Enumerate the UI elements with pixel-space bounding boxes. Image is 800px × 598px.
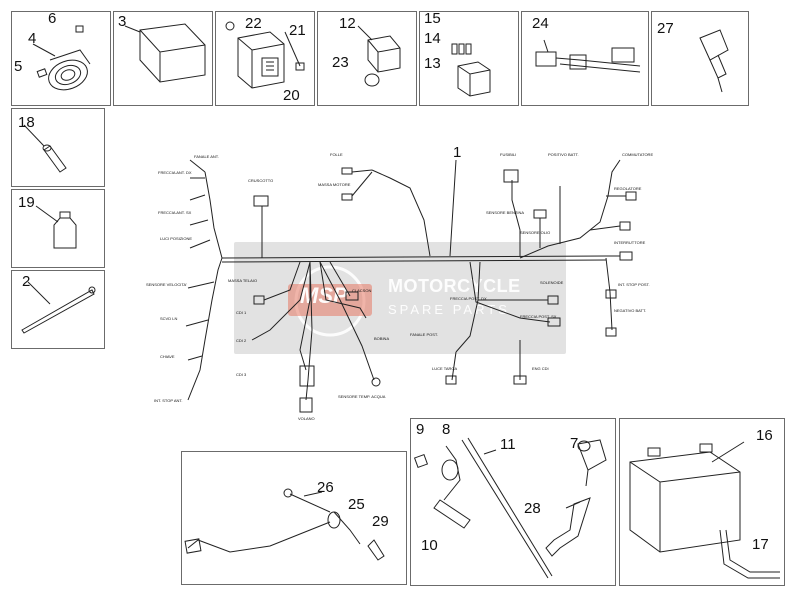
fuse-holder-drawing <box>451 43 491 97</box>
harness-label-scvd-ln: SCVD LN <box>160 316 177 321</box>
callout-6: 6 <box>48 10 57 27</box>
callout-15: 15 <box>424 10 441 27</box>
callout-4: 4 <box>28 30 37 47</box>
harness-label-solenoide: SOLENOIDE <box>540 280 564 285</box>
callout-12: 12 <box>339 15 356 32</box>
harness-label-positivo-batt: POSITIVO BATT. <box>548 152 579 157</box>
callout-1: 1 <box>453 144 462 161</box>
callout-2: 2 <box>22 273 31 290</box>
callout-22: 22 <box>245 15 262 32</box>
relay-drawing <box>357 25 401 87</box>
panel-grease-bottle <box>11 189 105 268</box>
panel-fuse-holder <box>419 11 519 106</box>
harness-label-regolatore: REGOLATORE <box>614 186 642 191</box>
panel-battery <box>619 418 785 586</box>
panel-ignition-cable <box>181 451 407 585</box>
harness-label-fusibili: FUSIBILI <box>500 152 516 157</box>
harness-label-cruscotto: CRUSCOTTO <box>248 178 273 183</box>
callout-17: 17 <box>752 536 769 553</box>
callout-3: 3 <box>118 13 127 30</box>
harness-label-bobina: BOBINA <box>374 336 389 341</box>
harness-label-cdi-1: CDI 1 <box>236 310 247 315</box>
harness-label-fanale-ant: FANALE ANT. <box>194 154 219 159</box>
callout-8: 8 <box>442 421 451 438</box>
grease-bottle-drawing <box>35 205 77 249</box>
callout-27: 27 <box>657 20 674 37</box>
panel-sensor <box>651 11 749 106</box>
harness-label-freccia-post-sx: FRECCIA POST. SX <box>520 314 557 319</box>
callout-29: 29 <box>372 513 389 530</box>
callout-19: 19 <box>18 194 35 211</box>
spark-plug-cap-drawing <box>577 439 607 487</box>
headlight-switch-drawing <box>32 25 91 91</box>
callout-23: 23 <box>332 54 349 71</box>
rod-drawing <box>461 437 553 579</box>
harness-label-sensore-velocita: SENSORE VELOCITA' <box>146 282 187 287</box>
wiring-harness-drawing <box>185 159 637 413</box>
harness-label-commutatore: COMMUTATORE <box>622 152 653 157</box>
harness-label-int-stop-ant: INT. STOP ANT. <box>154 398 183 403</box>
harness-label-stop-post: INT. STOP POST. <box>618 282 650 287</box>
callout-24: 24 <box>532 15 549 32</box>
cdi-unit-drawing <box>124 23 206 83</box>
harness-label-interruttore: INTERRUTTORE <box>614 240 646 245</box>
spacer-tube-drawing <box>23 124 67 173</box>
ignition-coil-drawing <box>413 445 471 529</box>
harness-label-sensore-benzina: SENSORE BENZINA <box>486 210 524 215</box>
watermark-brand: MOTORCYCLE <box>388 276 521 296</box>
spark-plug-drawing <box>545 497 591 557</box>
harness-label-massa-telaio: MASSA TELAIO <box>228 278 257 283</box>
harness-label-sensore-temp-acqua: SENSORE TEMP. ACQUA <box>338 394 386 399</box>
harness-label-folle: FOLLE <box>330 152 343 157</box>
harness-label-luce-targa: LUCE TARGA <box>432 366 458 371</box>
harness-label-massa-motore: MASSA MOTORE <box>318 182 351 187</box>
harness-label-luci-posizione: LUCI POSIZIONE <box>160 236 192 241</box>
callout-18: 18 <box>18 114 35 131</box>
harness-label-freccia-ant-dx: FRECCIA ANT. DX <box>158 170 192 175</box>
harness-label-negativo-batt: NEGATIVO BATT. <box>614 308 646 313</box>
callout-28: 28 <box>524 500 541 517</box>
harness-label-sensore-olio: SENSORE OLIO <box>520 230 550 235</box>
cable-assembly-drawing <box>535 39 641 73</box>
harness-label-freccia-ant-sx: FRECCIA ANT. SX <box>158 210 192 215</box>
callout-9: 9 <box>416 421 425 438</box>
callout-5: 5 <box>14 58 23 75</box>
callout-7: 7 <box>570 435 579 452</box>
harness-label-freccia-post-dx: FRECCIA POST. DX <box>450 296 487 301</box>
sensor-drawing <box>699 29 729 93</box>
callout-26: 26 <box>317 479 334 496</box>
ignition-cable-drawing <box>184 488 385 561</box>
harness-label-chiave: CHIAVE <box>160 354 175 359</box>
harness-label-cdi-2: CDI 2 <box>236 338 247 343</box>
harness-label-eng-cdi: ENG CDI <box>532 366 549 371</box>
callout-25: 25 <box>348 496 365 513</box>
battery-drawing <box>629 441 780 579</box>
panel-ignition-parts <box>410 418 616 586</box>
callout-21: 21 <box>289 22 306 39</box>
callout-20: 20 <box>283 87 300 104</box>
harness-label-clacson: CLACSON <box>352 288 371 293</box>
callout-11: 11 <box>500 436 516 453</box>
callout-16: 16 <box>756 427 773 444</box>
harness-label-fanale-post: FANALE POST. <box>410 332 438 337</box>
panel-fuel-pump-cable <box>521 11 649 106</box>
harness-label-volano: VOLANO <box>298 416 315 421</box>
panel-spacer-tube <box>11 108 105 187</box>
callout-10: 10 <box>421 537 438 554</box>
regulator-drawing <box>225 21 305 89</box>
harness-label-cdi-3: CDI 3 <box>236 372 247 377</box>
cable-tie-drawing <box>21 281 96 334</box>
callout-14: 14 <box>424 30 441 47</box>
callout-13: 13 <box>424 55 441 72</box>
